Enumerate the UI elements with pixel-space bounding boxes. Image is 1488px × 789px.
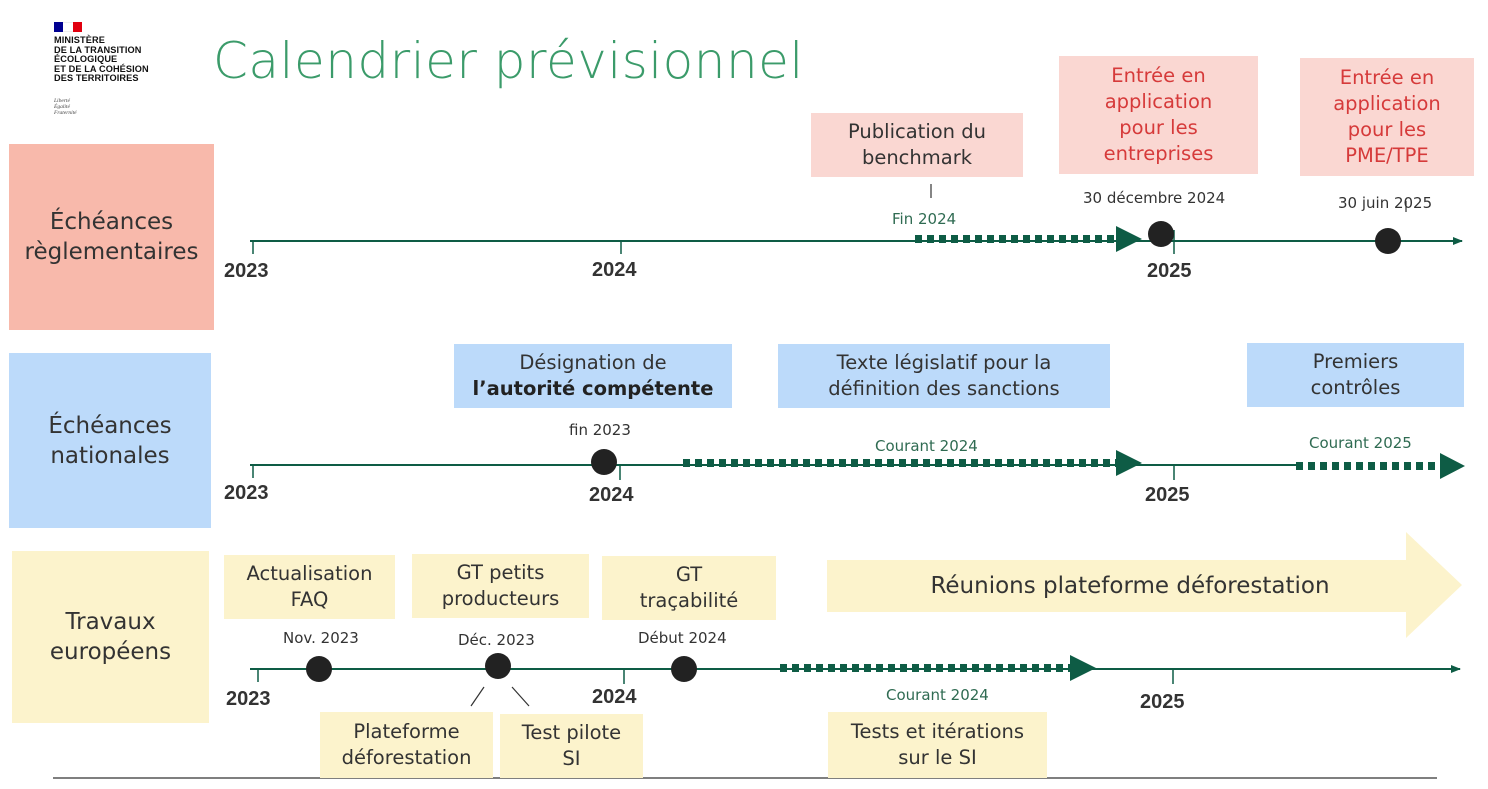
box-line: pour les	[1119, 116, 1198, 139]
box-line: Plateforme	[353, 720, 460, 743]
flag-blue	[54, 22, 64, 32]
box-line: FAQ	[290, 588, 329, 611]
box-line: traçabilité	[639, 589, 739, 612]
label-courant2025: Courant 2025	[1309, 434, 1412, 452]
connector-plateforme	[470, 686, 485, 707]
ministry-line: ÉCOLOGIQUE	[54, 54, 118, 65]
box-line: benchmark	[861, 146, 973, 169]
milestone-nov2023	[306, 656, 332, 682]
box-line: Publication du	[848, 120, 986, 143]
box-line: Désignation de	[519, 351, 667, 374]
reunions-big-arrow	[827, 532, 1462, 638]
label-debut2024: Début 2024	[638, 629, 727, 647]
box-line: définition des sanctions	[828, 377, 1060, 400]
milestone-debut2024	[671, 656, 697, 682]
box-line: sur le SI	[898, 746, 977, 769]
year-label: 2023	[224, 482, 269, 504]
box-line: pour les	[1347, 118, 1427, 141]
box-line: PME/TPE	[1345, 144, 1429, 167]
period-arrowhead	[1070, 655, 1096, 681]
ministry-line: DES TERRITOIRES	[54, 73, 139, 84]
milestone-dec2023	[485, 653, 511, 679]
ministry-name: MINISTÈRE DE LA TRANSITION ÉCOLOGIQUE ET…	[54, 35, 149, 84]
category-line: européens	[49, 639, 172, 665]
ministry-line: DE LA TRANSITION	[54, 44, 142, 55]
box-line: déforestation	[341, 746, 472, 769]
box-entreprises: Entrée en application pour les entreprises	[1059, 56, 1258, 174]
label-courant2024: Courant 2024	[875, 437, 978, 455]
ministry-line: MINISTÈRE	[54, 35, 105, 45]
box-plateforme: Plateforme déforestation	[320, 712, 493, 778]
category-line: Travaux	[65, 609, 156, 635]
box-texte: Texte législatif pour la définition des s…	[778, 344, 1110, 408]
box-benchmark: Publication du benchmark	[811, 113, 1023, 177]
box-gt-traca: GT traçabilité	[602, 556, 776, 620]
milestone-fin2023	[591, 449, 617, 475]
box-line: GT	[675, 563, 703, 586]
box-line: Entrée en	[1339, 66, 1435, 89]
motto-line: Liberté	[54, 98, 70, 104]
box-line: Test pilote	[521, 721, 622, 744]
box-autorite: Désignation de l’autorité compétente	[454, 344, 732, 408]
box-line: Premiers	[1312, 350, 1399, 373]
label-fin2024: Fin 2024	[892, 210, 957, 228]
category-europeens: Travaux européens	[12, 551, 209, 723]
label-fin2023: fin 2023	[569, 421, 631, 439]
box-line: application	[1333, 92, 1441, 115]
label-courant2024: Courant 2024	[886, 686, 989, 704]
motto-line: Fraternité	[54, 110, 77, 116]
reunions-label: Réunions plateforme déforestation	[930, 573, 1330, 599]
year-label: 2024	[592, 259, 637, 281]
box-line: Texte législatif pour la	[836, 351, 1052, 374]
box-line: GT petits	[456, 561, 545, 584]
ministry-line: ET DE LA COHÉSION	[54, 63, 149, 74]
category-nationales: Échéances nationales	[9, 353, 211, 528]
box-line: application	[1104, 90, 1213, 113]
milestone-jun2025	[1375, 228, 1401, 254]
flag-red	[72, 22, 82, 32]
label-nov2023: Nov. 2023	[283, 629, 359, 647]
label-dec2024: 30 décembre 2024	[1083, 189, 1226, 207]
period-arrowhead	[1116, 226, 1142, 252]
page-title: Calendrier prévisionnel	[213, 32, 804, 90]
republic-motto: Liberté Égalité Fraternité	[54, 98, 77, 116]
box-line: l’autorité compétente	[472, 377, 714, 400]
box-line: entreprises	[1103, 142, 1214, 165]
period-arrowhead	[1440, 453, 1465, 479]
box-line: Tests et itérations	[850, 720, 1025, 743]
box-line: SI	[562, 747, 581, 770]
connector-pilote	[511, 686, 530, 707]
milestone-dec2024	[1148, 221, 1174, 247]
year-label: 2025	[1145, 484, 1190, 506]
year-label: 2023	[226, 688, 271, 710]
republique-flag-logo	[54, 22, 82, 32]
year-label: 2025	[1140, 691, 1185, 713]
box-tests: Tests et itérations sur le SI	[828, 712, 1047, 778]
category-reglementaires: Échéances règlementaires	[9, 144, 214, 330]
label-dec2023: Déc. 2023	[458, 631, 535, 649]
box-controles: Premiers contrôles	[1247, 343, 1464, 407]
year-label: 2023	[224, 260, 269, 282]
box-line: Actualisation	[246, 562, 373, 585]
year-label: 2025	[1147, 260, 1192, 282]
box-line: producteurs	[441, 587, 560, 610]
motto-line: Égalité	[54, 104, 70, 110]
box-gt-petits: GT petits producteurs	[412, 554, 589, 618]
box-line: Entrée en	[1111, 64, 1206, 87]
label-jun2025: 30 juin 2025	[1338, 194, 1433, 212]
year-label: 2024	[592, 686, 637, 708]
year-label: 2024	[589, 484, 634, 506]
category-line: règlementaires	[24, 239, 199, 265]
flag-white	[63, 22, 73, 32]
box-line: contrôles	[1310, 376, 1401, 399]
category-line: Échéances	[48, 412, 172, 439]
period-arrowhead	[1116, 450, 1142, 476]
category-line: Échéances	[49, 209, 174, 235]
category-line: nationales	[50, 442, 170, 469]
